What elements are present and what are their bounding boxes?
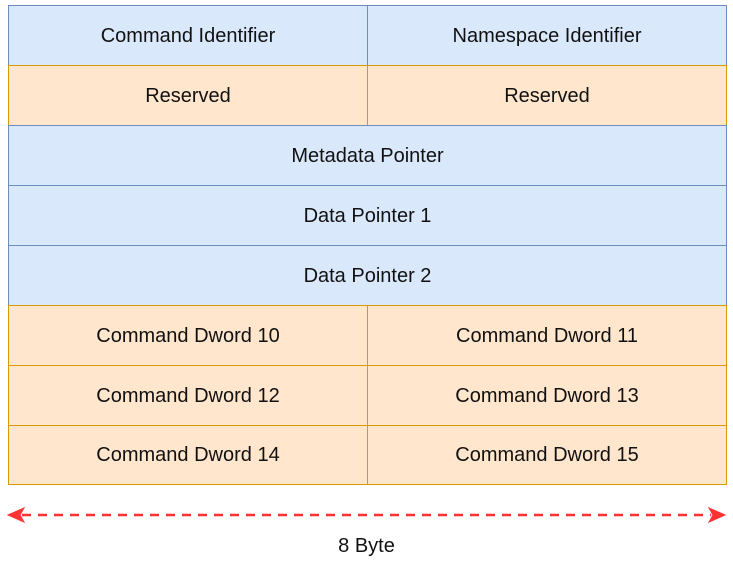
field-reserved-right: Reserved xyxy=(367,65,727,126)
field-command-dword-11: Command Dword 11 xyxy=(367,305,727,366)
field-reserved-left: Reserved xyxy=(8,65,368,126)
field-command-dword-15: Command Dword 15 xyxy=(367,425,727,485)
field-data-pointer-1: Data Pointer 1 xyxy=(8,185,727,246)
width-label: 8 Byte xyxy=(338,535,395,557)
arrow-right-head-icon xyxy=(707,506,727,524)
field-command-identifier: Command Identifier xyxy=(8,5,368,66)
field-metadata-pointer: Metadata Pointer xyxy=(8,125,727,186)
arrow-left-head-icon xyxy=(6,506,26,524)
field-namespace-identifier: Namespace Identifier xyxy=(367,5,727,66)
field-command-dword-14: Command Dword 14 xyxy=(8,425,368,485)
field-data-pointer-2: Data Pointer 2 xyxy=(8,245,727,306)
width-arrow xyxy=(6,506,727,524)
command-layout-diagram: Command Identifier Namespace Identifier … xyxy=(8,5,727,485)
field-command-dword-10: Command Dword 10 xyxy=(8,305,368,366)
field-command-dword-12: Command Dword 12 xyxy=(8,365,368,426)
field-command-dword-13: Command Dword 13 xyxy=(367,365,727,426)
